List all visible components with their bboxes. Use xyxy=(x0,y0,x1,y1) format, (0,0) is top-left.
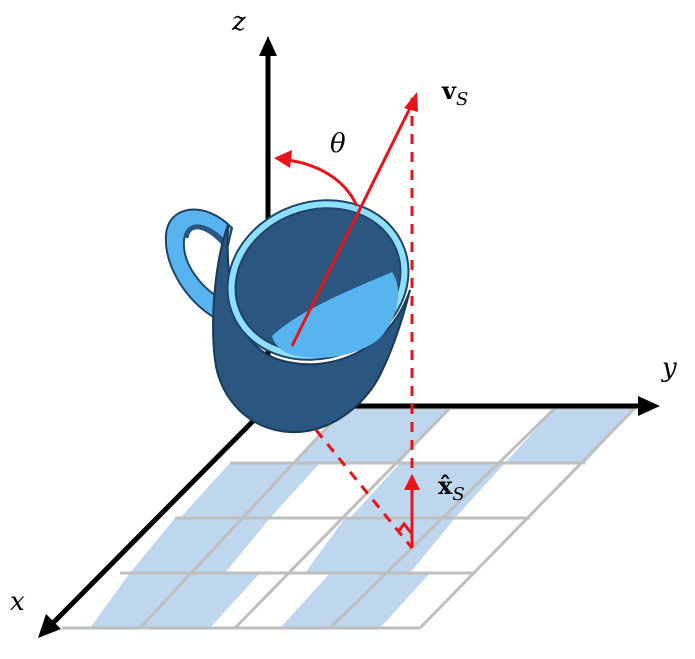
x-axis xyxy=(50,404,270,626)
floor-tile xyxy=(505,408,635,463)
floor-tile xyxy=(130,518,270,573)
v-s-label-main: v xyxy=(441,76,457,105)
x-hat-s-label-sub: S xyxy=(452,484,464,505)
mug-body xyxy=(212,224,411,434)
z-axis-arrowhead xyxy=(259,36,277,56)
theta-arrowhead xyxy=(274,150,292,168)
vectors xyxy=(274,92,420,549)
x-axis-arrowhead xyxy=(38,614,61,638)
projection-floor-dashed xyxy=(314,429,414,549)
x-hat-s-label: x̂S xyxy=(438,471,465,505)
floor-tile xyxy=(180,463,320,518)
z-axis-label: z xyxy=(231,7,246,37)
floor-tile xyxy=(400,408,555,463)
x-hat-s-label-main: x̂ xyxy=(438,471,453,500)
theta-arc xyxy=(287,158,359,207)
floor-tile xyxy=(305,518,455,573)
x-axis-label: x xyxy=(10,587,25,617)
mug-inner-highlight xyxy=(272,272,399,358)
floor-tile xyxy=(210,573,330,628)
y-axis-label: y xyxy=(661,353,677,383)
v-s-label: vS xyxy=(441,76,468,110)
floor-grid xyxy=(62,406,637,630)
theta-label: θ xyxy=(330,129,346,159)
right-angle-marker xyxy=(396,521,414,535)
mug xyxy=(164,199,411,434)
y-axis-arrowhead xyxy=(638,396,660,416)
floor-tile xyxy=(350,463,505,518)
x-hat-s-arrowhead xyxy=(404,474,420,490)
v-s-vector xyxy=(290,103,414,347)
v-s-label-sub: S xyxy=(456,89,468,110)
floor-tile xyxy=(90,573,180,628)
